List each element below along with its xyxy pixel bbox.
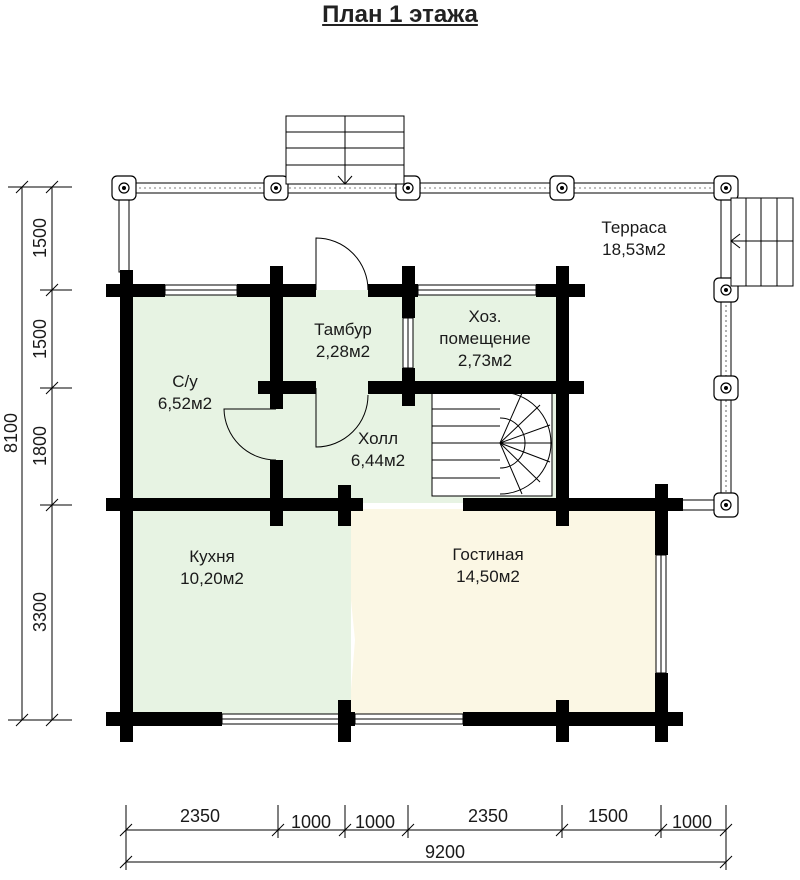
interior-staircase bbox=[431, 391, 553, 497]
door-bathroom bbox=[223, 408, 277, 461]
log-walls bbox=[106, 266, 683, 742]
dim-h-5: 1500 bbox=[588, 806, 628, 826]
room-fill-tambur bbox=[276, 290, 408, 388]
room-labels: Терраса 18,53м2 Тамбур 2,28м2 Хоз. помещ… bbox=[158, 218, 667, 588]
room-label-living-area: 14,50м2 bbox=[456, 567, 520, 586]
room-label-storage-name2: помещение bbox=[439, 329, 530, 348]
terrace-railing-right bbox=[720, 188, 732, 506]
dim-v-3: 1800 bbox=[30, 426, 50, 466]
dim-h-total: 9200 bbox=[425, 842, 465, 862]
room-label-bathroom-name: С/у bbox=[172, 372, 198, 391]
room-fill-living bbox=[351, 509, 661, 718]
room-label-kitchen-area: 10,20м2 bbox=[180, 569, 244, 588]
room-label-living-name: Гостиная bbox=[452, 545, 523, 564]
terrace-post bbox=[549, 175, 575, 201]
room-fill-kitchen bbox=[128, 509, 351, 718]
dim-v-4: 3300 bbox=[30, 592, 50, 632]
page-title: План 1 этажа bbox=[322, 1, 478, 28]
dim-h-4: 2350 bbox=[468, 806, 508, 826]
entrance-stairs-right bbox=[730, 197, 794, 287]
terrace-posts bbox=[111, 175, 739, 518]
terrace-post bbox=[713, 375, 739, 401]
terrace-post bbox=[111, 175, 137, 201]
room-fill-bathroom bbox=[128, 290, 276, 503]
room-label-terrace-area: 18,53м2 bbox=[602, 240, 666, 259]
room-label-hall-name: Холл bbox=[358, 429, 398, 448]
door-entrance bbox=[315, 237, 369, 291]
terrace-post bbox=[713, 175, 739, 201]
dim-h-3: 1000 bbox=[355, 812, 395, 832]
terrace-post bbox=[713, 492, 739, 518]
doors bbox=[223, 237, 369, 461]
dim-h-2: 1000 bbox=[291, 812, 331, 832]
room-label-storage-area: 2,73м2 bbox=[458, 351, 512, 370]
vertical-dimensions: 1500 1500 1800 3300 8100 bbox=[1, 180, 72, 727]
room-label-tambur-name: Тамбур bbox=[314, 320, 372, 339]
terrace-railing-left bbox=[118, 189, 130, 273]
horizontal-dimensions: 2350 1000 1000 2350 1500 1000 9200 bbox=[119, 805, 733, 870]
dim-h-6: 1000 bbox=[672, 812, 712, 832]
room-label-terrace-name: Терраса bbox=[601, 218, 667, 237]
dim-v-total: 8100 bbox=[1, 413, 21, 453]
terrace-railing-top bbox=[123, 182, 729, 194]
room-label-hall-area: 6,44м2 bbox=[351, 451, 405, 470]
dim-v-1: 1500 bbox=[30, 218, 50, 258]
door-hall bbox=[315, 388, 369, 448]
dim-h-1: 2350 bbox=[180, 806, 220, 826]
entrance-stairs-top bbox=[285, 115, 405, 185]
room-label-storage-name1: Хоз. bbox=[469, 307, 502, 326]
room-label-bathroom-area: 6,52м2 bbox=[158, 394, 212, 413]
room-fills bbox=[128, 290, 661, 718]
room-label-tambur-area: 2,28м2 bbox=[316, 342, 370, 361]
room-label-kitchen-name: Кухня bbox=[189, 547, 235, 566]
dim-v-2: 1500 bbox=[30, 319, 50, 359]
room-fill-storage bbox=[408, 290, 562, 388]
terrace-post bbox=[263, 175, 289, 201]
